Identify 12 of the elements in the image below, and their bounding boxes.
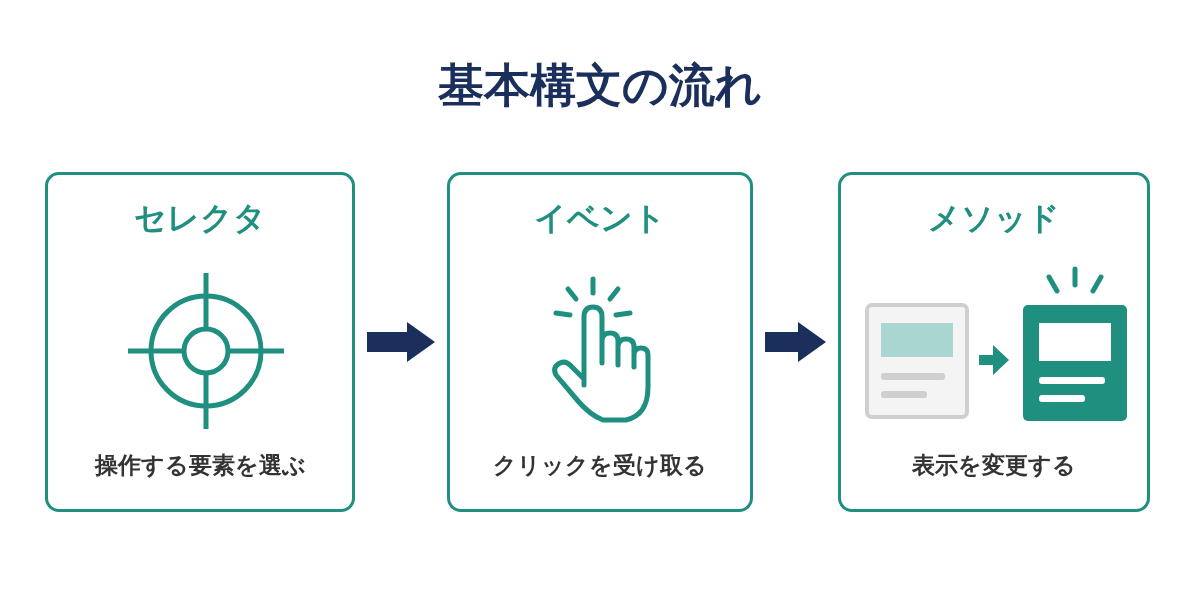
step-description: 表示を変更する [911,451,1077,480]
step-card [45,172,355,512]
arrow [367,322,435,362]
arrow [765,322,826,362]
step-description: 操作する要素を選ぶ [93,451,307,480]
step-heading: イベント [533,198,667,239]
step-heading: セレクタ [133,198,267,239]
step-card [838,172,1150,512]
title: 基本構文の流れ [437,57,763,114]
step-description: クリックを受け取る [492,451,708,480]
step-heading: メソッド [927,198,1061,239]
step-card [447,172,753,512]
